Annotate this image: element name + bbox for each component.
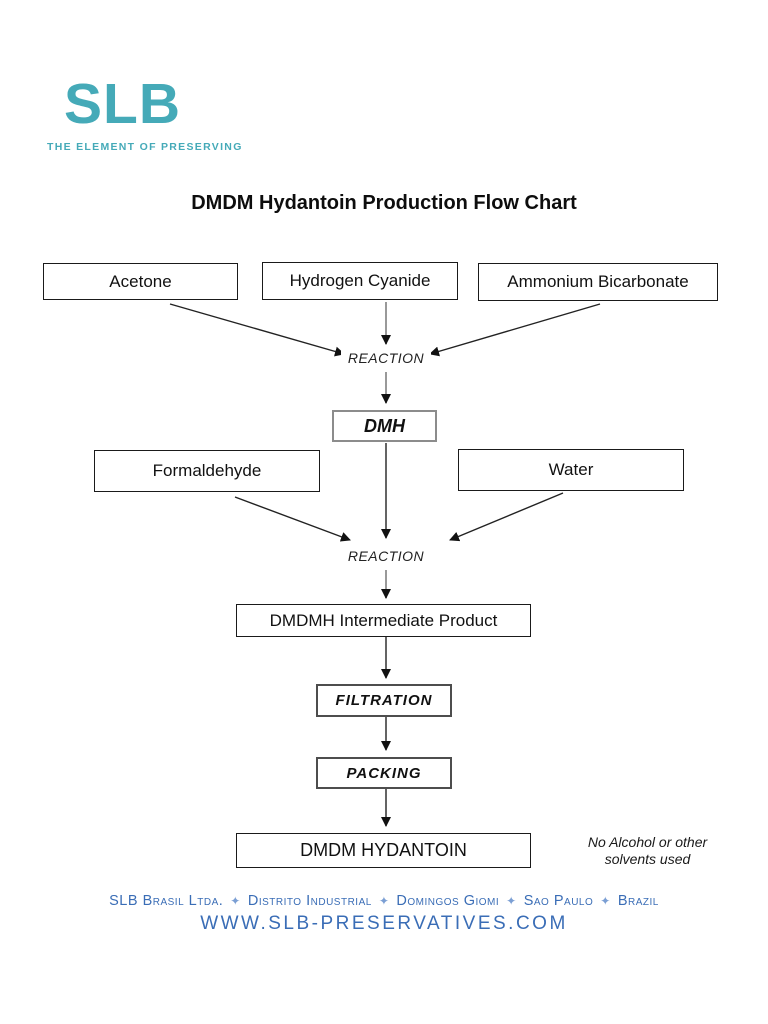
node-ammonium-bicarbonate: Ammonium Bicarbonate xyxy=(478,263,718,301)
node-dmh: DMH xyxy=(332,410,437,442)
footer-address: SLB Brasil Ltda. ✦ Distrito Industrial ✦ Dom… xyxy=(0,893,768,909)
node-packing: PACKING xyxy=(316,757,452,789)
node-hydrogen-cyanide: Hydrogen Cyanide xyxy=(262,262,458,300)
footer-website-link: WWW.SLB-PRESERVATIVES.COM xyxy=(200,913,568,934)
node-dmdm-hydantoin: DMDM HYDANTOIN xyxy=(236,833,531,868)
node-formaldehyde: Formaldehyde xyxy=(94,450,320,492)
footer-company: SLB Brasil Ltda. xyxy=(109,893,224,909)
solvents-note: No Alcohol or other solvents used xyxy=(575,834,720,868)
node-filtration: FILTRATION xyxy=(316,684,452,717)
footer-item-saopaulo: Sao Paulo xyxy=(523,893,594,909)
page-title: DMDM Hydantoin Production Flow Chart xyxy=(191,192,577,214)
slb-logo-tagline: THE ELEMENT OF PRESERVING xyxy=(47,141,243,153)
node-acetone: Acetone xyxy=(43,263,238,300)
label-reaction-1: REACTION xyxy=(341,350,431,366)
star-icon: ✦ xyxy=(230,894,241,908)
footer-item-domingos: Domingos Giomi xyxy=(396,893,500,909)
slb-logo: SLB xyxy=(64,72,181,136)
footer-item-distrito: Distrito Industrial xyxy=(247,893,372,909)
star-icon: ✦ xyxy=(378,894,390,908)
node-water: Water xyxy=(458,449,684,491)
solvents-note-line1: No Alcohol or other xyxy=(587,834,708,850)
solvents-note-line2: solvents used xyxy=(604,850,691,867)
footer-item-brazil: Brazil xyxy=(617,893,659,909)
node-dmdmh-intermediate-product: DMDMH Intermediate Product xyxy=(236,604,531,637)
star-icon: ✦ xyxy=(506,894,517,908)
label-reaction-2: REACTION xyxy=(341,548,431,564)
star-icon: ✦ xyxy=(600,894,611,908)
